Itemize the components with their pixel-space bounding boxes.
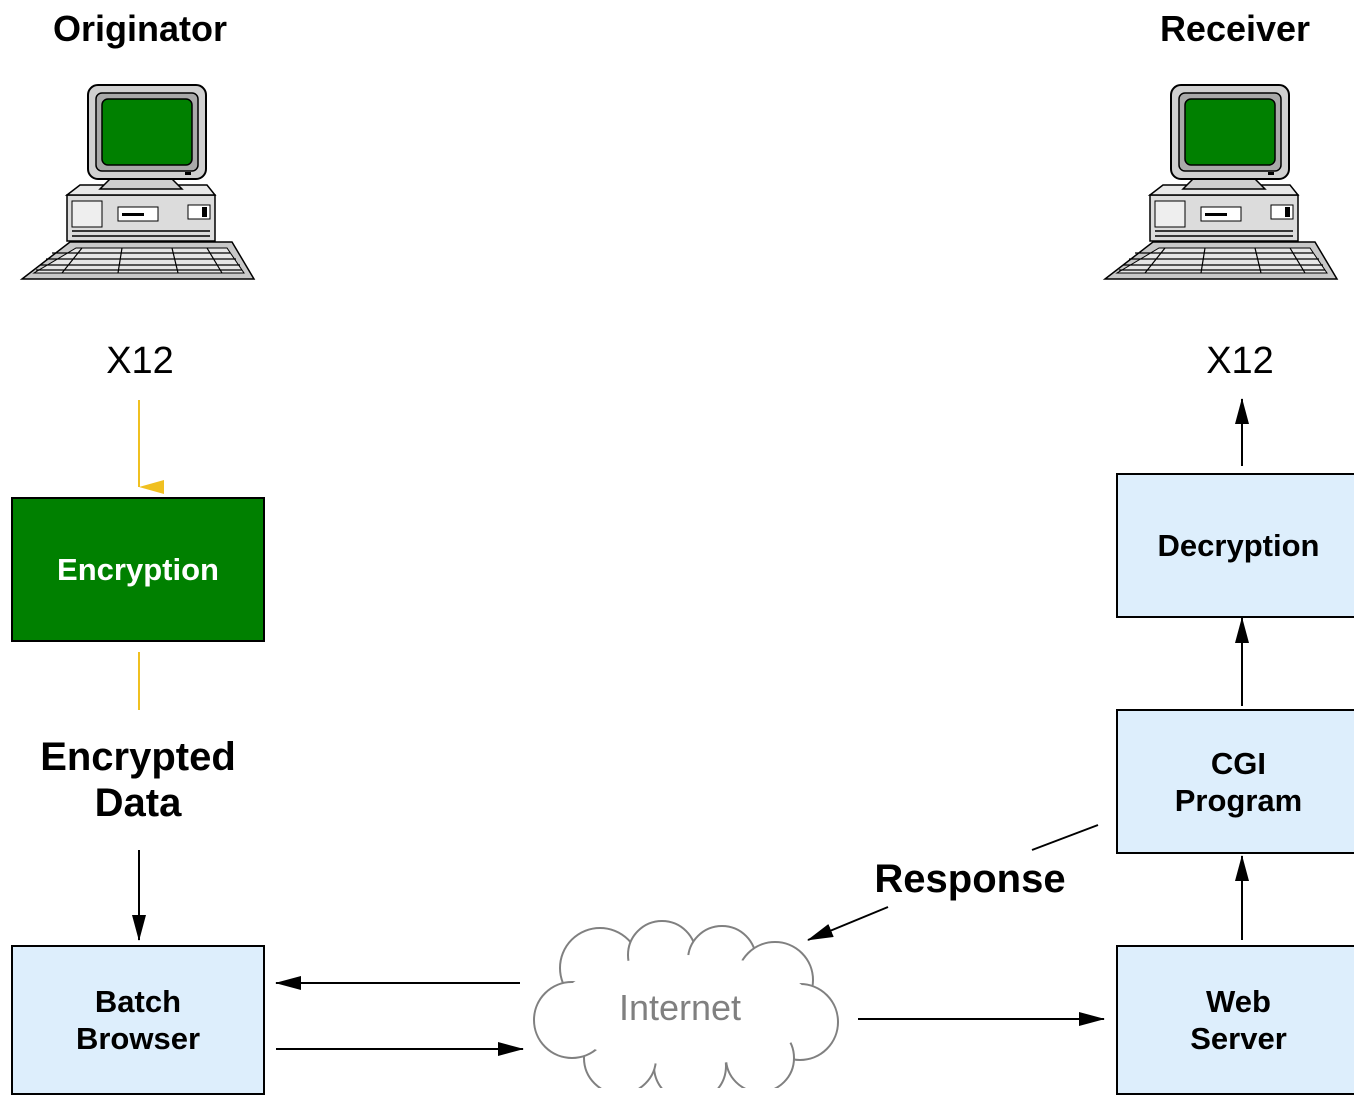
decryption-label: Decryption	[1157, 528, 1320, 563]
cgi-to-response-line	[1031, 824, 1099, 851]
encrypted-data-line1: Encrypted	[40, 735, 236, 779]
batch-browser-box: Batch Browser	[11, 945, 265, 1095]
response-label: Response	[874, 857, 1066, 901]
batch-browser-line2: Browser	[75, 1021, 201, 1056]
decryption-box: Decryption	[1116, 473, 1354, 618]
web-server-line2: Server	[1190, 1021, 1287, 1056]
receiver-format-label: X12	[1206, 340, 1274, 382]
originator-format-label: X12	[106, 340, 174, 382]
cgi-program-line2: Program	[1174, 782, 1303, 818]
web-server-line1: Web	[1206, 984, 1271, 1019]
response-to-internet-arrow	[807, 906, 889, 941]
internet-cloud-icon	[533, 920, 839, 1088]
originator-computer-icon	[21, 84, 255, 280]
cgi-program-box: CGI Program	[1116, 709, 1354, 854]
encrypted-data-line2: Data	[94, 781, 182, 825]
encryption-label: Encryption	[57, 552, 219, 587]
receiver-title: Receiver	[1159, 8, 1311, 49]
internet-label: Internet	[618, 987, 742, 1028]
encryption-box: Encryption	[11, 497, 265, 642]
web-server-box: Web Server	[1116, 945, 1354, 1095]
receiver-computer-icon	[1104, 84, 1338, 280]
encrypted-data-label: Encrypted Data	[10, 734, 266, 826]
batch-browser-line1: Batch	[94, 984, 182, 1019]
originator-title: Originator	[52, 8, 227, 49]
cgi-program-line1: CGI	[1210, 745, 1267, 781]
